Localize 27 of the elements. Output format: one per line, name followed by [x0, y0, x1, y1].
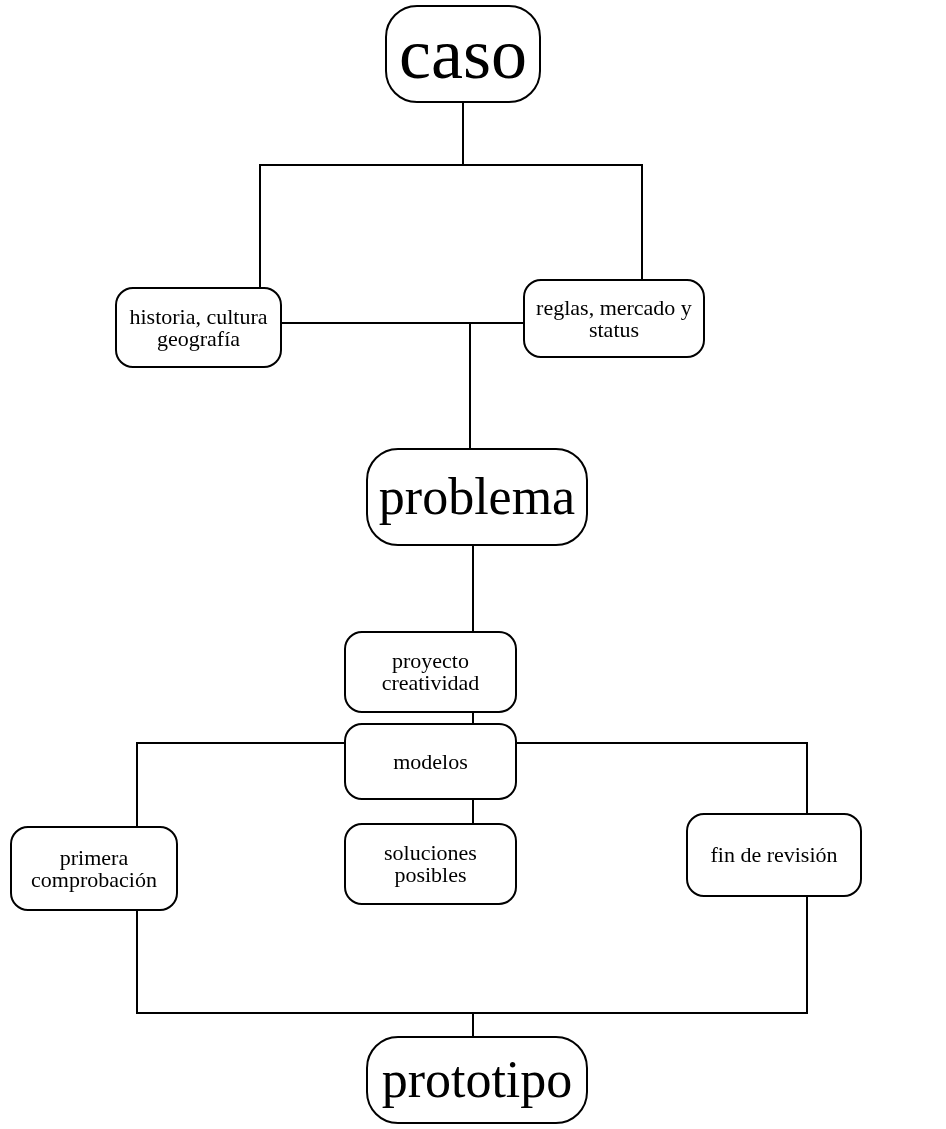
box-label: caso: [398, 18, 528, 90]
rounded-box: [385, 5, 541, 103]
connector-line: [472, 712, 474, 724]
box-label: proyecto creatividad: [380, 650, 481, 694]
rounded-box: [366, 1036, 588, 1124]
rounded-box: [686, 813, 862, 897]
box-label: historia, cultura geografía: [128, 305, 269, 350]
connector-line: [462, 102, 643, 280]
rounded-box: [344, 823, 517, 905]
box-label: modelos: [392, 750, 469, 773]
connector-line: [516, 742, 808, 814]
rounded-box: [344, 631, 517, 713]
rounded-box: [115, 287, 282, 368]
box-label: soluciones posibles: [383, 842, 478, 886]
box-label: reglas, mercado y status: [535, 296, 693, 341]
box-label: problema: [377, 471, 577, 523]
box-label: fin de revisión: [709, 844, 839, 866]
box-label: primera comprobación: [30, 846, 158, 891]
rounded-box: [10, 826, 178, 911]
connector-line: [472, 545, 474, 632]
box-label: prototipo: [380, 1054, 574, 1106]
rounded-box: [366, 448, 588, 546]
rounded-box: [523, 279, 705, 358]
rounded-box: [344, 723, 517, 800]
connector-line: [136, 742, 345, 827]
connector-line: [472, 799, 474, 824]
connector-line: [469, 322, 524, 449]
